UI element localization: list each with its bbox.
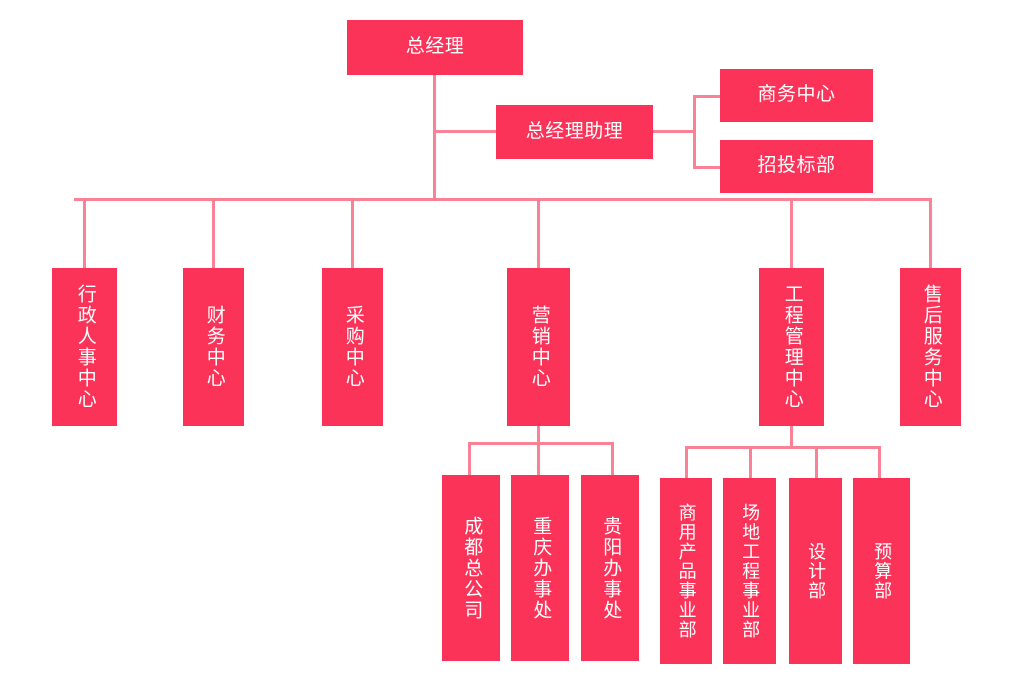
node-label: 商用产品事业部 — [676, 502, 697, 640]
connector-drop-engineering — [790, 198, 793, 268]
node-label: 贵阳办事处 — [600, 515, 622, 621]
node-label: 总经理 — [405, 36, 465, 58]
node-budget-dept[interactable]: 预算部 — [853, 478, 910, 664]
node-engineering-mgmt-center[interactable]: 工程管理中心 — [759, 268, 824, 426]
node-label: 场地工程事业部 — [740, 502, 761, 640]
connector-assistant-to-business — [693, 95, 723, 98]
node-label: 重庆办事处 — [530, 515, 552, 621]
node-design-dept[interactable]: 设计部 — [789, 478, 842, 664]
node-gm-assistant[interactable]: 总经理助理 — [496, 105, 653, 159]
node-purchasing-center[interactable]: 采购中心 — [322, 268, 383, 426]
node-admin-hr-center[interactable]: 行政人事中心 — [52, 268, 117, 426]
connector-gm-trunk — [433, 74, 436, 200]
node-chongqing-office[interactable]: 重庆办事处 — [511, 475, 569, 661]
connector-drop-budget — [878, 446, 881, 478]
node-label: 售后服务中心 — [920, 284, 942, 410]
node-label: 设计部 — [806, 541, 827, 601]
connector-drop-chongqing — [537, 442, 540, 475]
connector-gm-to-assistant — [433, 130, 498, 133]
node-label: 采购中心 — [342, 305, 364, 389]
node-chengdu-head-office[interactable]: 成都总公司 — [442, 475, 500, 661]
connector-engineering-bus — [685, 446, 881, 449]
node-business-center[interactable]: 商务中心 — [720, 69, 873, 122]
connector-drop-site-eng — [749, 446, 752, 478]
connector-drop-aftersales — [929, 198, 932, 268]
connector-drop-finance — [212, 198, 215, 268]
connector-drop-admin-hr — [83, 198, 86, 268]
connector-assistant-out — [652, 130, 696, 133]
node-label: 总经理助理 — [525, 120, 624, 142]
connector-drop-guiyang — [611, 442, 614, 475]
node-marketing-center[interactable]: 营销中心 — [507, 268, 570, 426]
connector-drop-design — [815, 446, 818, 478]
connector-drop-commercial — [685, 446, 688, 478]
connector-drop-chengdu — [468, 442, 471, 475]
node-guiyang-office[interactable]: 贵阳办事处 — [581, 475, 639, 661]
connector-marketing-stem — [537, 425, 540, 445]
node-label: 财务中心 — [203, 305, 225, 389]
node-label: 商务中心 — [757, 84, 836, 106]
node-commercial-products-division[interactable]: 商用产品事业部 — [660, 478, 712, 664]
node-label: 工程管理中心 — [781, 284, 803, 410]
node-label: 行政人事中心 — [74, 284, 96, 410]
node-general-manager[interactable]: 总经理 — [347, 20, 523, 75]
node-bidding-dept[interactable]: 招投标部 — [720, 140, 873, 193]
connector-assistant-split-bar — [693, 95, 696, 169]
node-finance-center[interactable]: 财务中心 — [183, 268, 244, 426]
node-label: 招投标部 — [757, 155, 836, 177]
node-aftersales-center[interactable]: 售后服务中心 — [900, 268, 961, 426]
connector-drop-marketing — [537, 198, 540, 268]
node-site-engineering-division[interactable]: 场地工程事业部 — [723, 478, 776, 664]
connector-engineering-stem — [790, 425, 793, 449]
connector-marketing-bus — [468, 442, 614, 445]
connector-drop-purchasing — [351, 198, 354, 268]
connector-main-bus — [74, 198, 932, 201]
node-label: 预算部 — [872, 541, 893, 601]
connector-assistant-to-bidding — [693, 166, 723, 169]
node-label: 营销中心 — [528, 305, 550, 389]
node-label: 成都总公司 — [461, 515, 483, 621]
